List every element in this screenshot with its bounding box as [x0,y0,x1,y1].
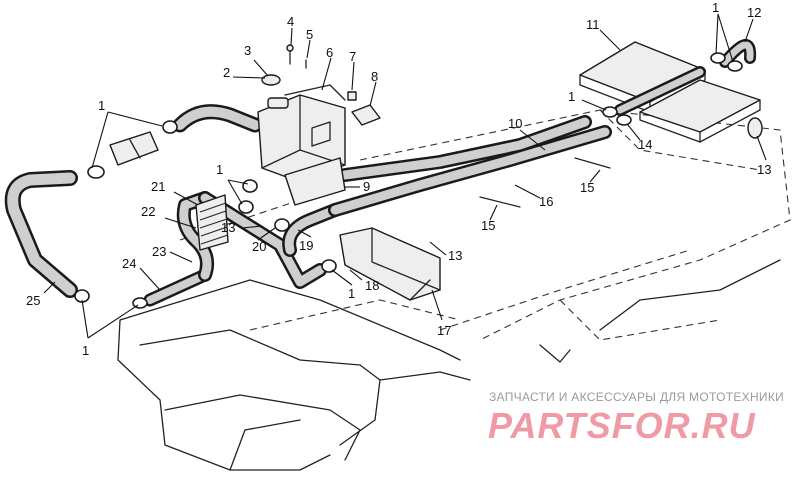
callout-22: 22 [141,204,155,219]
callout-6: 6 [326,45,333,60]
callout-17: 17 [437,323,451,338]
callout-1-upper-left: 1 [98,98,105,113]
callout-4: 4 [287,14,294,29]
watermark: ЗАПЧАСТИ И АКСЕССУАРЫ ДЛЯ МОТОТЕХНИКИ PA… [488,390,784,446]
small-hardware [261,44,381,126]
callout-25: 25 [26,293,40,308]
cap-right [747,117,763,139]
callout-2: 2 [223,65,230,80]
callout-21: 21 [151,179,165,194]
hoses [4,39,757,307]
heat-shield [195,194,229,251]
callout-24: 24 [122,256,136,271]
callout-23: 23 [152,244,166,259]
callout-20: 20 [252,239,266,254]
callout-8: 8 [371,69,378,84]
callout-13-left: 13 [221,220,235,235]
callout-1-bottom-left: 1 [82,343,89,358]
watermark-caption: ЗАПЧАСТИ И АКСЕССУАРЫ ДЛЯ МОТОТЕХНИКИ [489,390,784,404]
callout-16: 16 [539,194,553,209]
callout-15-left: 15 [481,218,495,233]
callout-11: 11 [586,17,600,32]
callout-12: 12 [747,5,761,20]
callout-19: 19 [299,238,313,253]
leader-lines [43,13,767,339]
callout-9: 9 [363,179,370,194]
callout-15-right: 15 [580,180,594,195]
chassis-outline [117,109,791,471]
callout-3: 3 [244,43,251,58]
callout-1-top-right: 1 [712,0,719,15]
callout-1-right-mid: 1 [568,89,575,104]
callout-10: 10 [508,116,522,131]
callout-1-mid-left: 1 [216,162,223,177]
callout-labels: 1 1 1 1 1 1 2 3 4 5 6 7 8 9 10 11 12 13 … [26,0,771,358]
mounting-bracket [339,227,441,301]
callout-13-bracket: 13 [448,248,462,263]
callout-5: 5 [306,27,313,42]
callout-14: 14 [638,137,652,152]
thermostat-housing [109,131,159,166]
callout-18: 18 [365,278,379,293]
callout-7: 7 [349,49,356,64]
hose-clamps [74,52,743,309]
coolant-tank [257,94,346,206]
callout-13-right: 13 [757,162,771,177]
callout-1-bracket: 1 [348,286,355,301]
watermark-brand: PARTSFOR.RU [488,405,756,446]
bleed-screws [479,157,611,208]
